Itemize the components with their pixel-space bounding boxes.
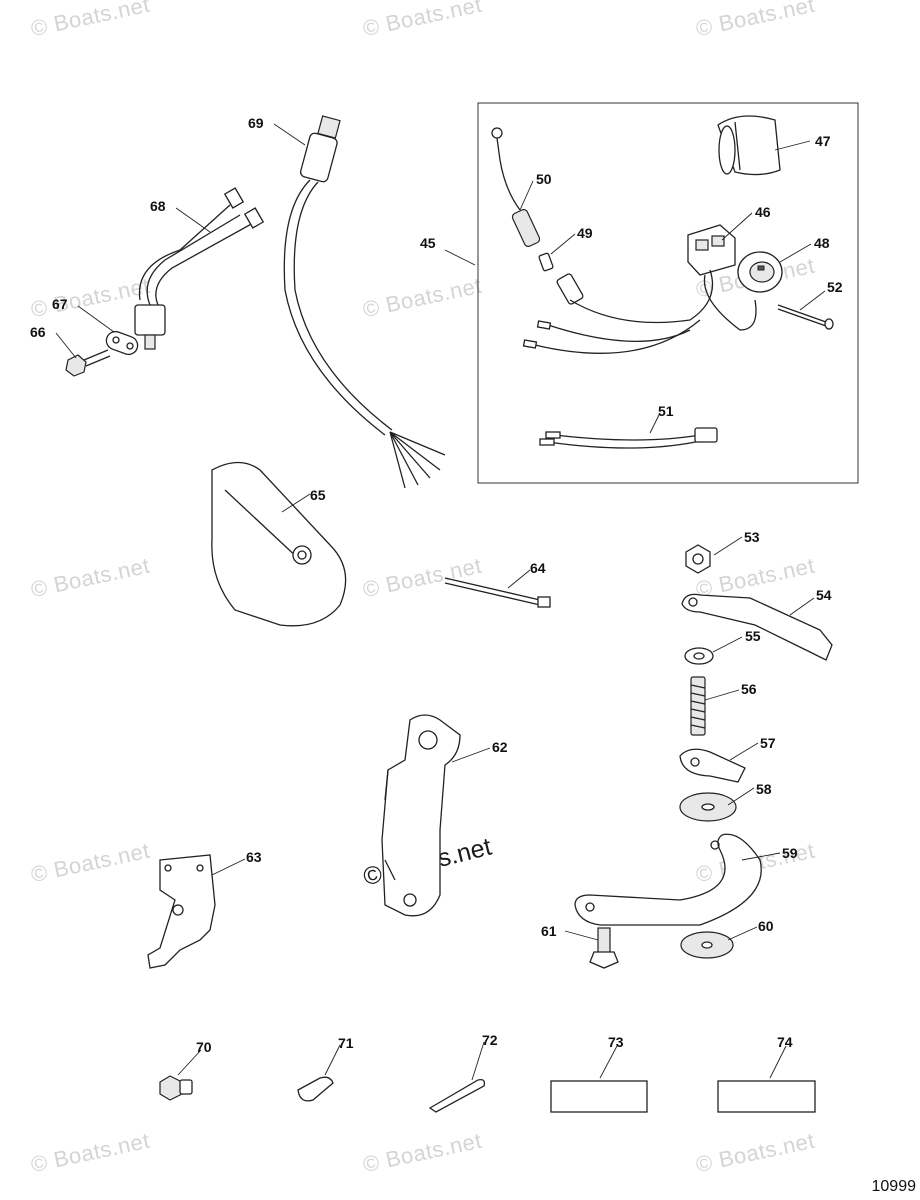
part-number-59: 59	[782, 845, 798, 861]
part-number-57: 57	[760, 735, 776, 751]
part-number-60: 60	[758, 918, 774, 934]
leader-lines	[55, 123, 826, 1081]
part-48-gauge	[737, 251, 783, 293]
part-number-55: 55	[745, 628, 761, 644]
part-number-45: 45	[420, 235, 436, 251]
part-number-65: 65	[310, 487, 326, 503]
part-53-nut	[685, 544, 711, 574]
part-number-72: 72	[482, 1032, 498, 1048]
part-number-51: 51	[658, 403, 674, 419]
part-55-washer	[684, 647, 714, 665]
part-50-wire	[491, 127, 541, 247]
part-70-fitting	[159, 1075, 193, 1101]
part-number-64: 64	[530, 560, 546, 576]
part-58-pad	[679, 792, 737, 822]
part-number-54: 54	[816, 587, 832, 603]
part-61-bolt	[589, 927, 619, 969]
part-62-lever	[381, 714, 461, 917]
part-number-66: 66	[30, 324, 46, 340]
part-72-pin	[428, 1078, 486, 1113]
part-number-74: 74	[777, 1034, 793, 1050]
part-56-stud	[690, 676, 706, 736]
part-number-70: 70	[196, 1039, 212, 1055]
part-51-lead	[539, 427, 718, 449]
part-59-arm	[574, 833, 762, 926]
part-number-58: 58	[756, 781, 772, 797]
part-63-bracket	[147, 854, 216, 969]
part-number-61: 61	[541, 923, 557, 939]
part-number-69: 69	[248, 115, 264, 131]
part-number-47: 47	[815, 133, 831, 149]
part-52-screw	[777, 304, 834, 330]
part-46-bracket	[522, 224, 757, 354]
part-number-63: 63	[246, 849, 262, 865]
part-number-46: 46	[755, 204, 771, 220]
part-number-62: 62	[492, 739, 508, 755]
kit-frame	[477, 102, 859, 484]
part-number-50: 50	[536, 171, 552, 187]
diagram-id: 10999	[871, 1178, 917, 1195]
part-number-48: 48	[814, 235, 830, 251]
part-57-cam	[679, 748, 746, 783]
part-number-49: 49	[577, 225, 593, 241]
part-68-switch	[134, 187, 265, 350]
part-number-71: 71	[338, 1035, 354, 1051]
part-47-ring	[717, 115, 781, 176]
part-67-plate	[105, 330, 139, 356]
part-number-56: 56	[741, 681, 757, 697]
part-65-bracket	[211, 461, 347, 627]
part-number-53: 53	[744, 529, 760, 545]
part-number-73: 73	[608, 1034, 624, 1050]
part-49-fuse	[538, 252, 554, 272]
part-60-pad	[680, 931, 734, 959]
part-number-67: 67	[52, 296, 68, 312]
part-69-harness	[283, 115, 446, 489]
part-54-bracket	[681, 593, 833, 661]
part-64-rod	[444, 577, 551, 608]
part-71-connector	[297, 1076, 334, 1102]
part-66-bolt	[65, 349, 111, 377]
part-74-label	[717, 1080, 816, 1113]
part-73-label	[550, 1080, 648, 1113]
part-number-68: 68	[150, 198, 166, 214]
part-number-52: 52	[827, 279, 843, 295]
